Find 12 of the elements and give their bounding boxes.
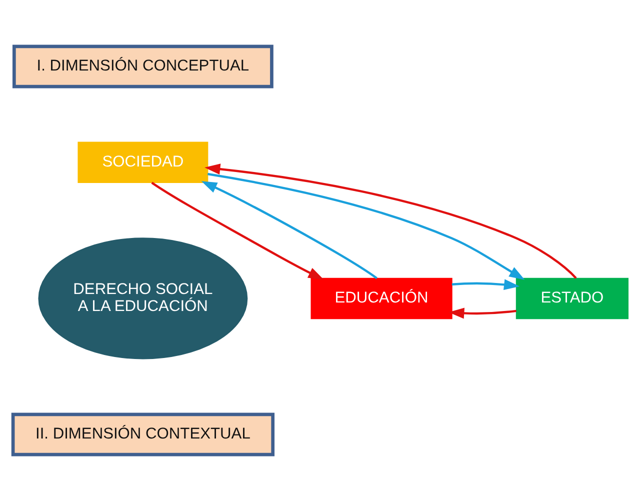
- arrow: [151, 181, 324, 280]
- arrow: [204, 163, 577, 278]
- node-box: II. DIMENSIÓN CONTEXTUAL: [11, 412, 274, 456]
- node-ellipse: DERECHO SOCIAL A LA EDUCACIÓN: [38, 237, 248, 359]
- node-box: EDUCACIÓN: [310, 277, 452, 319]
- node-box: SOCIEDAD: [78, 141, 208, 183]
- arrow: [201, 180, 378, 279]
- arrow: [452, 278, 520, 290]
- node-box: I. DIMENSIÓN CONCEPTUAL: [12, 44, 274, 88]
- arrow: [208, 172, 525, 280]
- arrow: [448, 307, 516, 318]
- node-box: ESTADO: [516, 277, 629, 319]
